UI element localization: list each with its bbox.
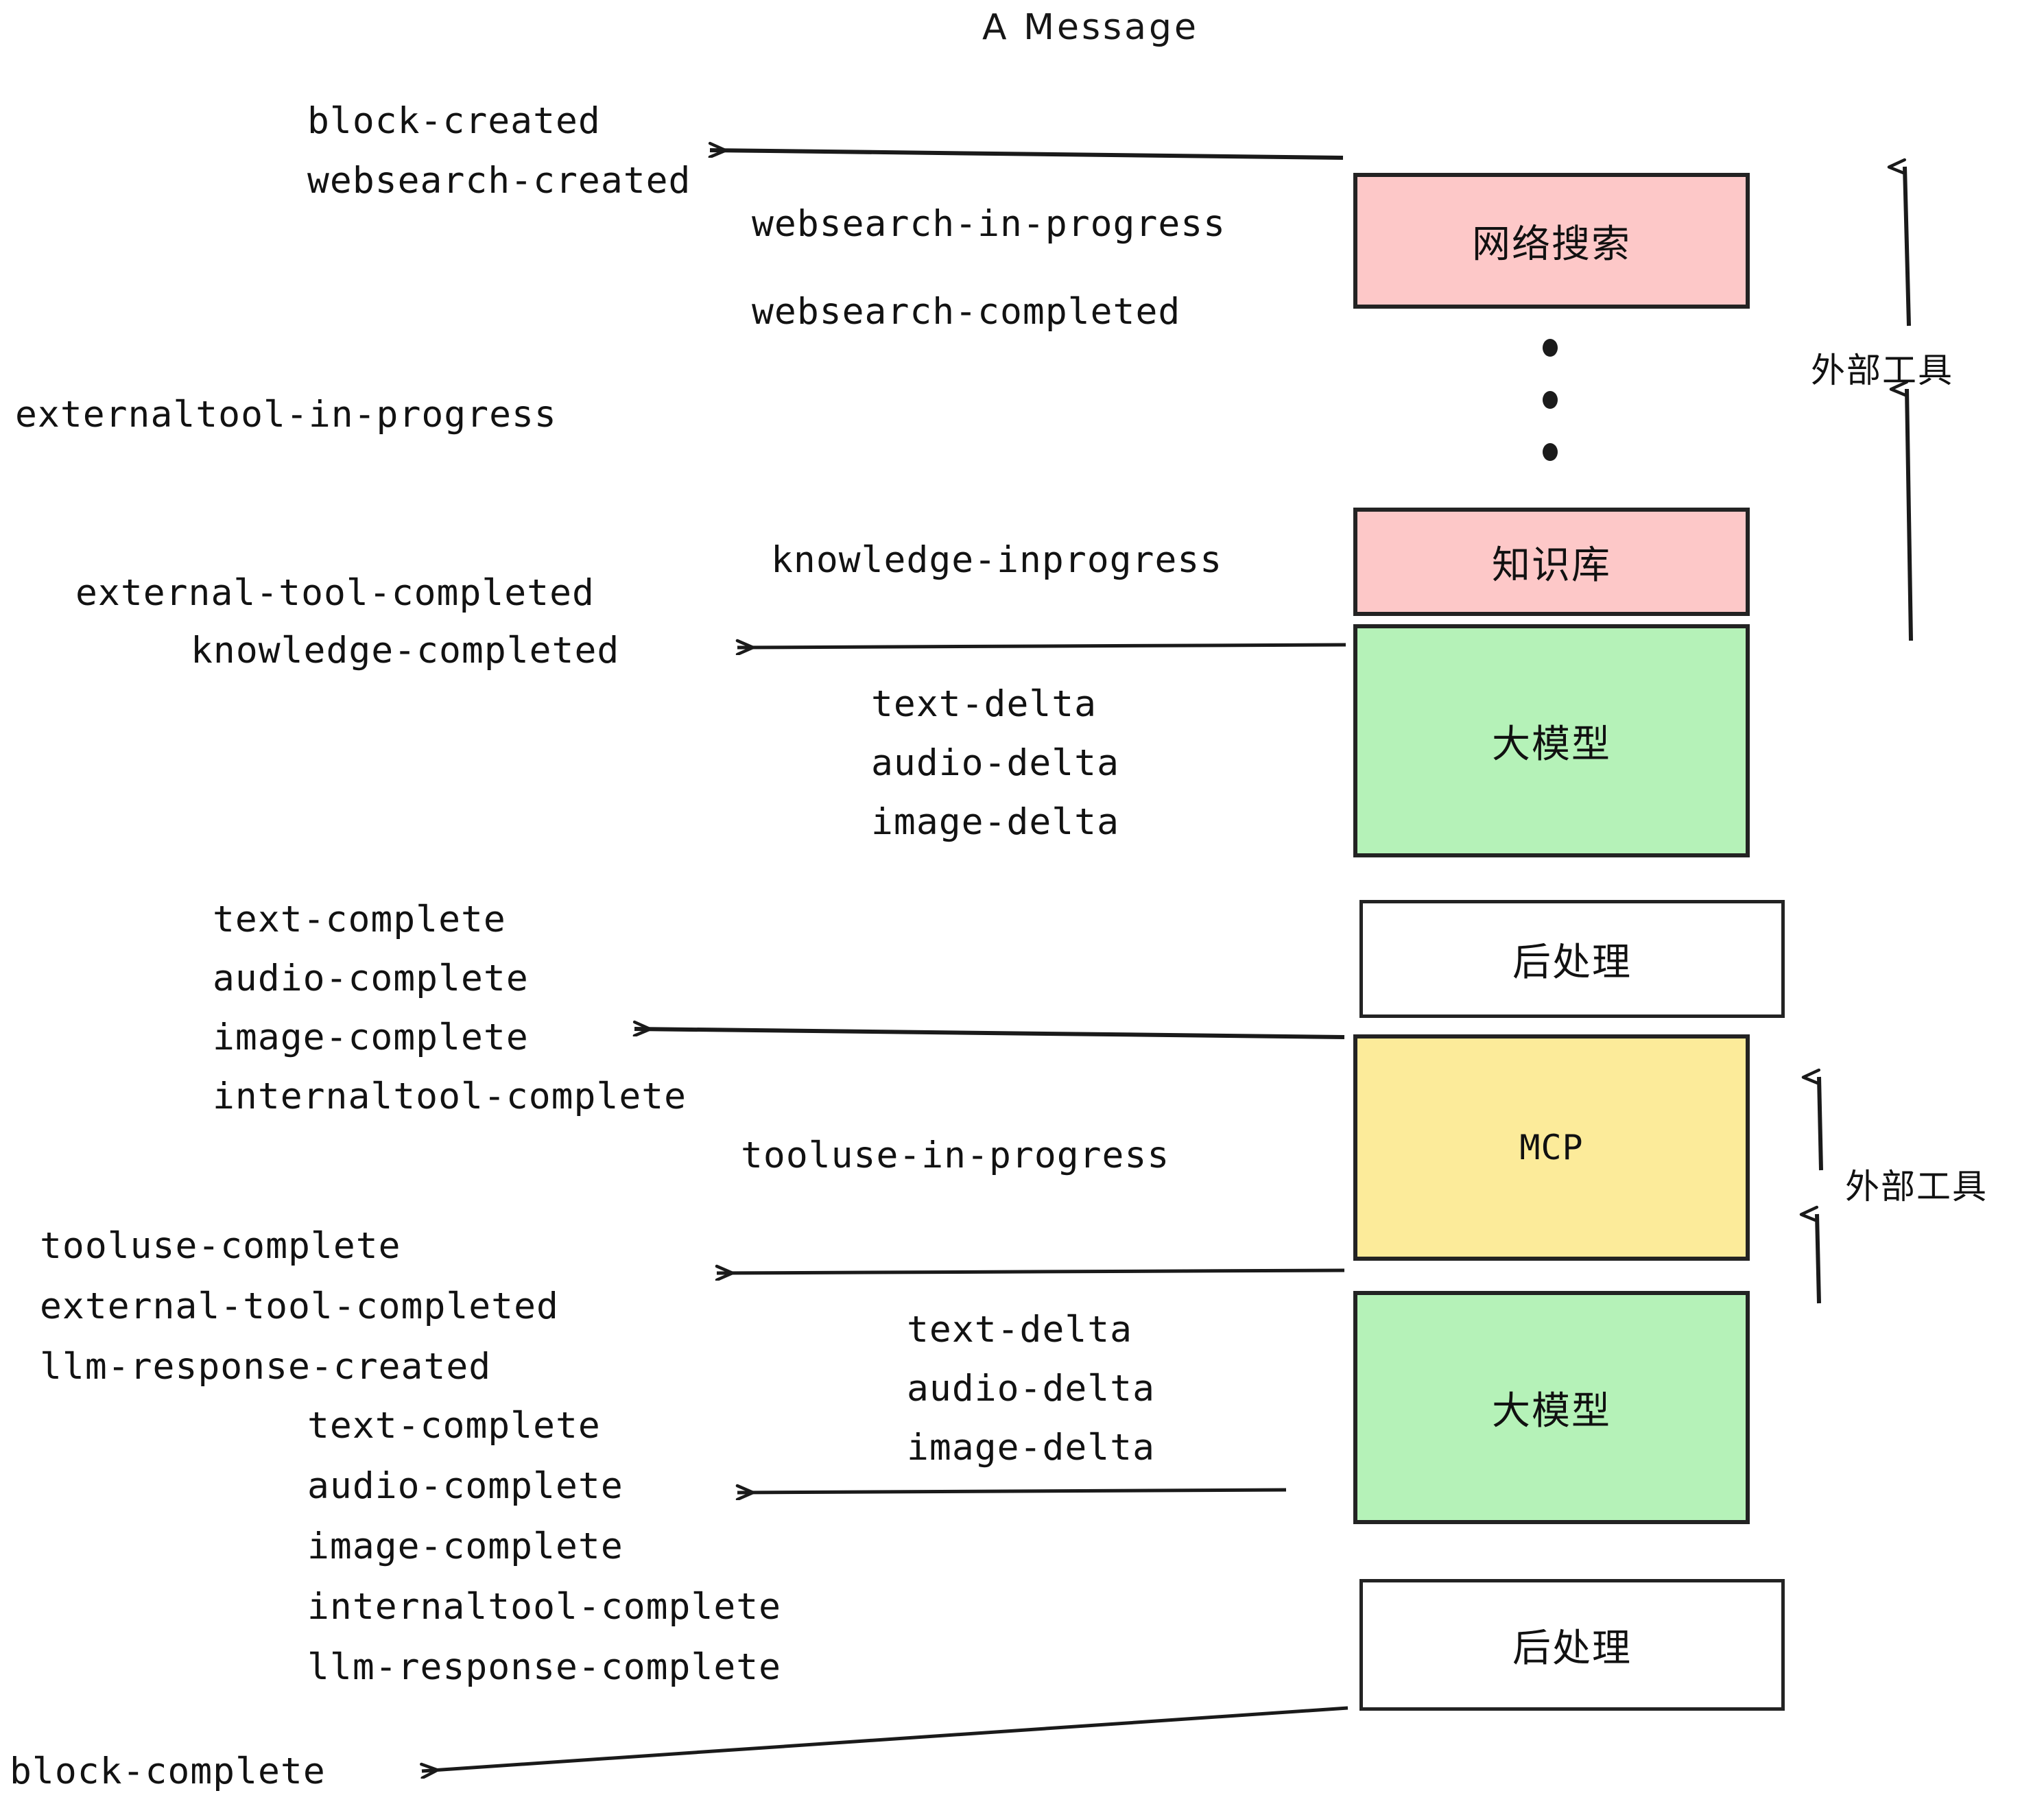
arrow-llm-to-audio-complete	[737, 1490, 1287, 1493]
node-postprocess-top-label: 后处理	[1512, 940, 1632, 985]
event-label-image-delta-2: image-delta	[907, 1427, 1155, 1469]
event-label-websearch-in-progress: websearch-in-progress	[752, 203, 1226, 245]
event-label-audio-delta-1: audio-delta	[871, 742, 1119, 784]
event-label-audio-delta-2: audio-delta	[907, 1368, 1155, 1410]
node-mcp[interactable]: MCP	[1353, 1034, 1750, 1261]
arrow-postprocess-to-block-complete	[422, 1706, 1348, 1771]
event-label-externaltool-in-progress: externaltool-in-progress	[15, 394, 557, 436]
event-label-websearch-created: websearch-created	[307, 160, 691, 202]
event-label-text-delta-2: text-delta	[907, 1309, 1133, 1351]
event-label-image-complete-1: image-complete	[213, 1017, 529, 1058]
event-label-text-complete-2: text-complete	[307, 1405, 601, 1447]
event-label-audio-complete-2: audio-complete	[307, 1465, 623, 1507]
node-llm-bottom-label: 大模型	[1492, 1388, 1611, 1434]
ellipsis-dot-2	[1543, 391, 1558, 409]
arrow-knowledge-to-completed	[737, 645, 1346, 648]
event-label-websearch-completed: websearch-completed	[752, 291, 1181, 333]
node-knowledge-base-label: 知识库	[1492, 543, 1611, 588]
diagram-title: A Message	[982, 7, 1200, 48]
node-postprocess-top[interactable]: 后处理	[1359, 900, 1785, 1018]
event-label-internaltool-complete-2: internaltool-complete	[307, 1586, 782, 1628]
event-label-audio-complete-1: audio-complete	[213, 958, 529, 999]
event-label-internaltool-complete-1: internaltool-complete	[213, 1076, 687, 1117]
node-postprocess-bottom[interactable]: 后处理	[1359, 1579, 1785, 1711]
ellipsis-dot-1	[1543, 339, 1558, 357]
external-tool-bracket-top	[1905, 167, 1913, 641]
event-label-knowledge-completed: knowledge-completed	[191, 630, 620, 672]
side-label-external-tool-bottom: 外部工具	[1845, 1167, 1988, 1207]
event-label-external-tool-completed-1: external-tool-completed	[75, 572, 595, 614]
event-label-text-delta-1: text-delta	[871, 683, 1097, 725]
event-label-llm-response-complete: llm-response-complete	[307, 1646, 782, 1688]
event-label-block-complete: block-complete	[10, 1750, 326, 1792]
event-label-image-delta-1: image-delta	[871, 801, 1119, 843]
ellipsis-dot-3	[1543, 443, 1558, 461]
side-label-external-tool-top: 外部工具	[1811, 351, 1953, 390]
node-llm-top-label: 大模型	[1492, 722, 1611, 767]
node-mcp-label: MCP	[1519, 1128, 1584, 1167]
node-knowledge-base[interactable]: 知识库	[1353, 508, 1750, 616]
event-label-llm-response-created: llm-response-created	[40, 1346, 492, 1388]
node-web-search-label: 网络搜索	[1472, 222, 1631, 267]
node-postprocess-bottom-label: 后处理	[1512, 1626, 1632, 1671]
event-label-knowledge-inprogress: knowledge-inprogress	[771, 539, 1223, 581]
node-web-search[interactable]: 网络搜索	[1353, 173, 1750, 309]
event-label-tooluse-complete: tooluse-complete	[40, 1225, 401, 1267]
event-label-image-complete-2: image-complete	[307, 1526, 623, 1567]
event-label-text-complete-1: text-complete	[213, 899, 506, 940]
node-llm-top[interactable]: 大模型	[1353, 624, 1750, 857]
arrow-websearch-to-created	[710, 150, 1344, 160]
vertical-ellipsis	[1542, 339, 1558, 461]
node-llm-bottom[interactable]: 大模型	[1353, 1291, 1750, 1524]
event-label-block-created: block-created	[307, 100, 601, 142]
external-tool-bracket-bottom	[1817, 1077, 1823, 1304]
arrow-postprocess-to-image-complete	[634, 1029, 1345, 1039]
event-label-external-tool-completed-2: external-tool-completed	[40, 1285, 559, 1327]
event-label-tooluse-in-progress: tooluse-in-progress	[741, 1135, 1170, 1176]
arrow-mcp-to-tooluse-complete	[717, 1270, 1345, 1273]
